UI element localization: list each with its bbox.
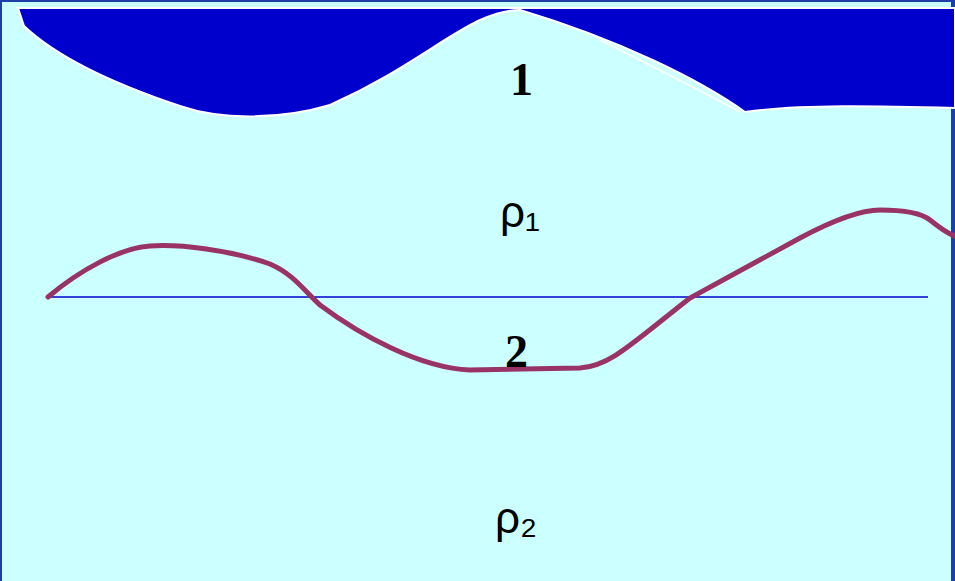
surface-wave-edge [600,40,740,112]
layer-number: 1 [510,57,533,103]
density-label: ρ₂ [495,496,537,540]
surface-wave [18,8,955,116]
layer-number: 2 [505,329,528,375]
density-label: ρ₁ [500,190,540,234]
rest-level-line [48,296,928,298]
interface-wave [48,210,955,370]
